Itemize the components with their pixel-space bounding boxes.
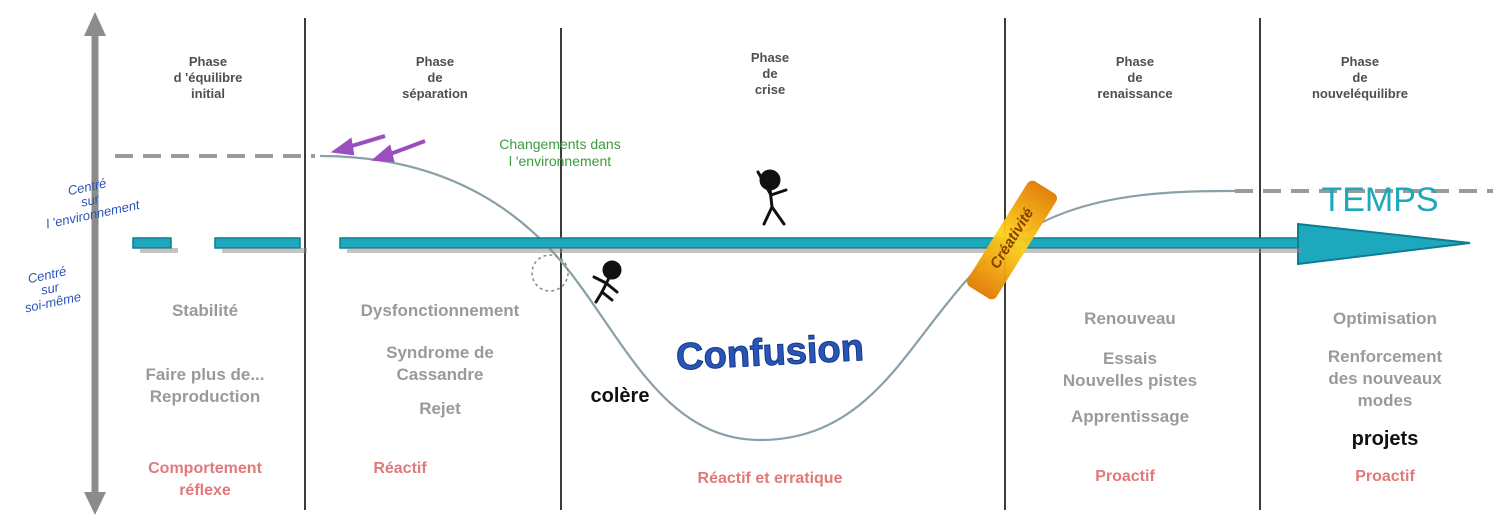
state-essais: Essais Nouvelles pistes [1062, 349, 1198, 390]
changes-label: Changements dans l 'environnement [499, 136, 621, 169]
phase-title-renaissance: Phase de renaissance [1097, 54, 1173, 101]
phase-title-nouvel-equilibre: Phase de nouveléquilibre [1311, 54, 1409, 101]
state-renforcement: Renforcement des nouveaux modes [1327, 347, 1443, 410]
state-renouveau: Renouveau [1084, 309, 1176, 328]
behavior-reflexe: Comportement réflexe [148, 460, 262, 499]
crossing-dotted-circle [531, 254, 569, 292]
state-dysfonctionnement: Dysfonctionnement [360, 301, 520, 320]
behavior-reactif: Réactif [373, 460, 427, 477]
behavior-erratique: Réactif et erratique [697, 470, 843, 487]
behavior-proactif-equilibre: Proactif [1355, 468, 1415, 485]
vertical-axis [84, 12, 106, 515]
state-cassandre: Syndrome de Cassandre [386, 343, 494, 384]
axis-arrowhead [1297, 222, 1471, 266]
behavior-proactif-renaissance: Proactif [1095, 468, 1155, 485]
axis-shaft [339, 237, 1301, 249]
falling-figure-icon [592, 260, 622, 304]
phase-title-crise: Phase de crise [750, 50, 790, 97]
state-rejet: Rejet [419, 399, 461, 418]
time-axis [132, 222, 1471, 266]
purple-arrows [330, 134, 426, 163]
time-label: TEMPS [1321, 181, 1439, 219]
axis-segment-2 [214, 237, 301, 249]
anger-label: colère [590, 385, 650, 407]
axis-segment-1 [132, 237, 172, 249]
state-faire-plus: Faire plus de... Reproduction [145, 365, 265, 406]
creativity-burst [966, 180, 1058, 300]
state-stabilite: Stabilité [171, 301, 239, 320]
phase-title-separation: Phase de séparation [402, 54, 468, 101]
top-reference-dash [115, 154, 1493, 193]
stick-figure-icon [756, 169, 788, 226]
projects-label: projets [1351, 428, 1419, 450]
state-apprentissage: Apprentissage [1070, 407, 1190, 426]
state-optimisation: Optimisation [1333, 309, 1437, 328]
phase-title-equilibre-initial: Phase d 'équilibre initial [173, 54, 243, 101]
